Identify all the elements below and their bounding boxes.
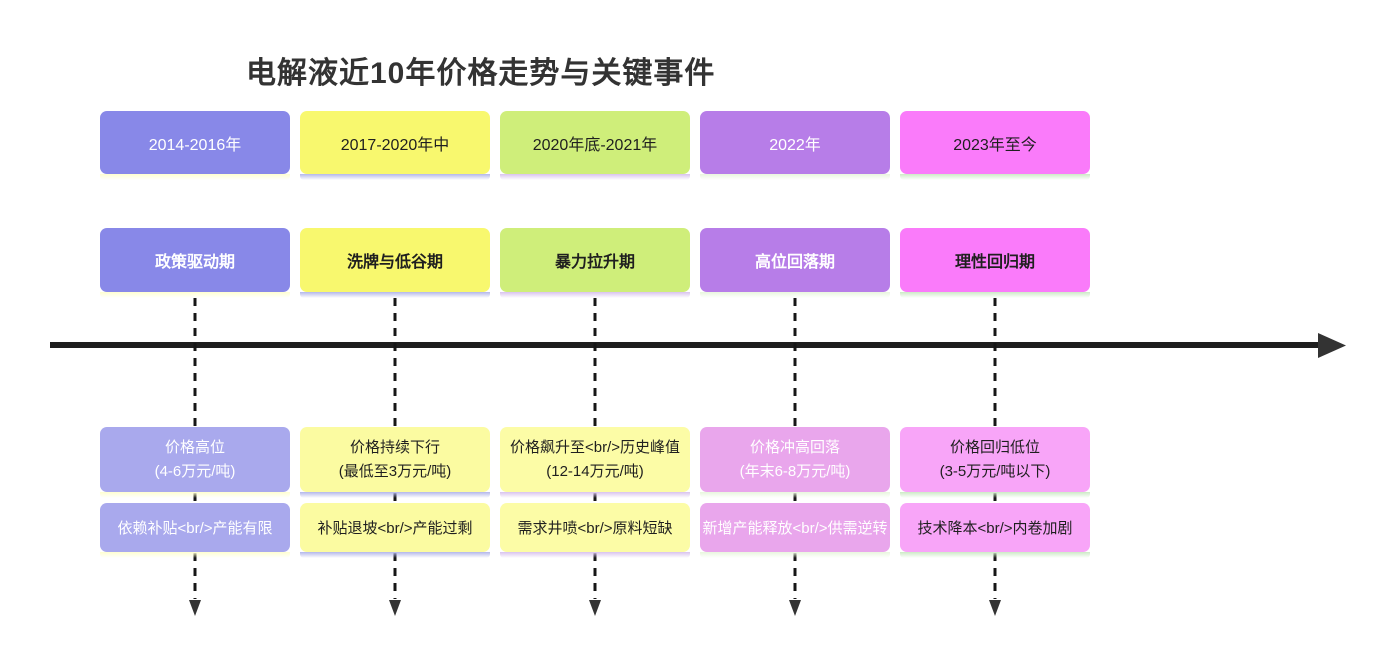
shadow-strip — [500, 174, 690, 180]
shadow-strip — [100, 492, 290, 498]
price-line1: 价格飙升至<br/>历史峰值 — [509, 439, 681, 457]
shadow-strip — [300, 174, 490, 180]
shadow-strip — [300, 292, 490, 298]
shadow-strip — [100, 292, 290, 298]
connector-arrowhead-icon — [189, 600, 201, 616]
shadow-strip — [300, 552, 490, 558]
date-box: 2023年至今 — [900, 111, 1090, 180]
date-box: 2014-2016年 — [100, 111, 290, 180]
connector-arrowhead-icon — [389, 600, 401, 616]
connector-arrowhead-icon — [789, 600, 801, 616]
price-line2: (最低至3万元/吨) — [338, 462, 452, 480]
price-line2: (年末6-8万元/吨) — [739, 462, 851, 480]
date-label: 2017-2020年中 — [340, 136, 450, 154]
date-label: 2023年至今 — [953, 136, 1037, 154]
driver-label: 补贴退坡<br/>产能过剩 — [317, 520, 473, 537]
date-box: 2017-2020年中 — [300, 111, 490, 180]
date-label: 2014-2016年 — [148, 136, 242, 154]
price-event-box: 价格持续下行 (最低至3万元/吨) — [300, 427, 490, 498]
price-line1: 价格高位 — [164, 439, 225, 457]
page-title: 电解液近10年价格走势与关键事件 — [246, 57, 716, 90]
price-event-box: 价格回归低位 (3-5万元/吨以下) — [900, 427, 1090, 498]
period-label: 高位回落期 — [754, 254, 835, 271]
shadow-strip — [500, 552, 690, 558]
period-box: 政策驱动期 — [100, 228, 290, 298]
price-event-box: 价格高位 (4-6万元/吨) — [100, 427, 290, 498]
period-label: 暴力拉升期 — [554, 254, 635, 271]
date-box: 2022年 — [700, 111, 890, 180]
price-line1: 价格持续下行 — [349, 439, 440, 457]
connector-arrowhead-icon — [989, 600, 1001, 616]
period-label: 洗牌与低谷期 — [346, 254, 443, 271]
price-line2: (12-14万元/吨) — [546, 462, 644, 480]
driver-label: 新增产能释放<br/>供需逆转 — [702, 520, 888, 537]
price-line2: (4-6万元/吨) — [154, 462, 236, 480]
shadow-strip — [900, 174, 1090, 180]
shadow-strip — [700, 174, 890, 180]
date-label: 2020年底-2021年 — [532, 136, 658, 154]
price-event-box: 价格冲高回落 (年末6-8万元/吨) — [700, 427, 890, 498]
price-line1: 价格回归低位 — [949, 439, 1040, 457]
shadow-strip — [300, 492, 490, 498]
connector-arrowhead-icon — [589, 600, 601, 616]
shadow-strip — [100, 174, 290, 180]
price-event-box: 价格飙升至<br/>历史峰值 (12-14万元/吨) — [500, 427, 690, 498]
driver-event-box: 依赖补贴<br/>产能有限 — [100, 503, 290, 558]
driver-label: 依赖补贴<br/>产能有限 — [117, 520, 273, 537]
period-box: 理性回归期 — [900, 228, 1090, 298]
driver-event-box: 新增产能释放<br/>供需逆转 — [700, 503, 890, 558]
shadow-strip — [500, 292, 690, 298]
driver-event-box: 补贴退坡<br/>产能过剩 — [300, 503, 490, 558]
shadow-strip — [700, 292, 890, 298]
driver-label: 需求井喷<br/>原料短缺 — [517, 520, 673, 537]
driver-label: 技术降本<br/>内卷加剧 — [917, 520, 1073, 537]
shadow-strip — [700, 492, 890, 498]
period-box: 暴力拉升期 — [500, 228, 690, 298]
driver-event-box: 需求井喷<br/>原料短缺 — [500, 503, 690, 558]
shadow-strip — [500, 492, 690, 498]
period-label: 理性回归期 — [954, 254, 1035, 271]
shadow-strip — [900, 492, 1090, 498]
period-box: 高位回落期 — [700, 228, 890, 298]
driver-event-box: 技术降本<br/>内卷加剧 — [900, 503, 1090, 558]
shadow-strip — [700, 552, 890, 558]
period-label: 政策驱动期 — [154, 254, 235, 271]
date-label: 2022年 — [769, 136, 821, 154]
shadow-strip — [100, 552, 290, 558]
shadow-strip — [900, 552, 1090, 558]
shadow-strip — [900, 292, 1090, 298]
axis-arrowhead-icon — [1318, 333, 1346, 358]
price-line1: 价格冲高回落 — [749, 439, 840, 457]
date-box: 2020年底-2021年 — [500, 111, 690, 180]
period-box: 洗牌与低谷期 — [300, 228, 490, 298]
price-line2: (3-5万元/吨以下) — [939, 462, 1051, 480]
